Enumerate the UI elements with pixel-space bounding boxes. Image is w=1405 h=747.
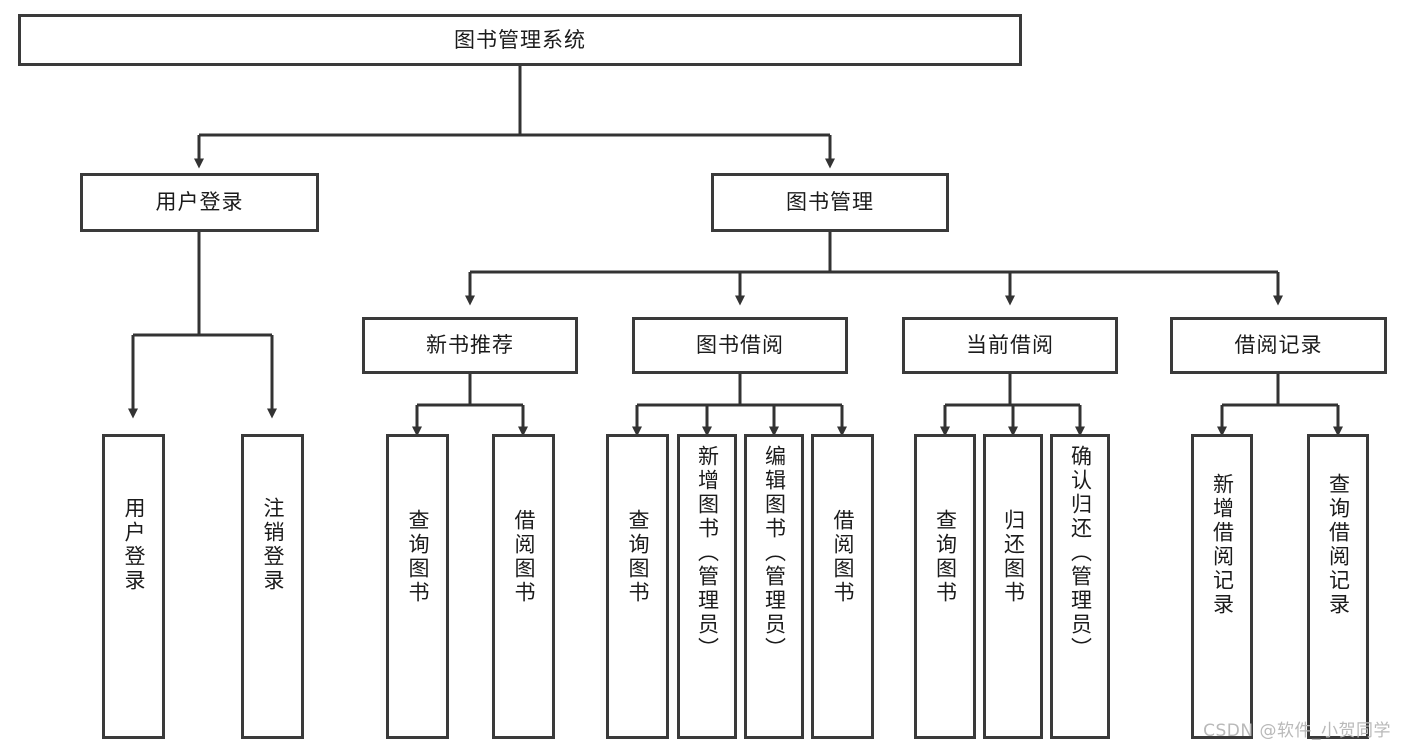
node-leaf-query-book-2-label: 查询图书	[625, 509, 650, 605]
node-leaf-edit-book-label: 编辑图书（管理员）	[762, 445, 787, 661]
node-user-login-label: 用户登录	[155, 190, 244, 215]
node-leaf-return-book[interactable]: 归还图书	[983, 434, 1043, 739]
node-leaf-query-book-3[interactable]: 查询图书	[914, 434, 976, 739]
node-leaf-confirm-return-label: 确认归还（管理员）	[1068, 445, 1093, 661]
node-leaf-add-record-label: 新增借阅记录	[1210, 473, 1235, 617]
node-user-login[interactable]: 用户登录	[80, 173, 319, 232]
node-leaf-query-book-1-label: 查询图书	[405, 509, 430, 605]
node-new-book-rec-label: 新书推荐	[426, 333, 514, 358]
node-leaf-edit-book[interactable]: 编辑图书（管理员）	[744, 434, 804, 739]
node-leaf-query-record-label: 查询借阅记录	[1326, 473, 1351, 617]
node-root-label: 图书管理系统	[454, 27, 586, 52]
watermark: CSDN @软件_小贺同学	[1203, 721, 1391, 741]
node-borrow-record[interactable]: 借阅记录	[1170, 317, 1387, 374]
node-book-manage-label: 图书管理	[786, 190, 874, 215]
node-leaf-borrow-book-2[interactable]: 借阅图书	[811, 434, 874, 739]
node-new-book-rec[interactable]: 新书推荐	[362, 317, 578, 374]
node-book-manage[interactable]: 图书管理	[711, 173, 949, 232]
node-current-borrow-label: 当前借阅	[966, 333, 1054, 358]
node-leaf-logout-label: 注销登录	[260, 497, 285, 593]
node-leaf-query-book-2[interactable]: 查询图书	[606, 434, 669, 739]
node-leaf-query-record[interactable]: 查询借阅记录	[1307, 434, 1369, 739]
node-leaf-add-book-label: 新增图书（管理员）	[695, 445, 720, 661]
node-leaf-borrow-book-2-label: 借阅图书	[830, 509, 855, 605]
node-leaf-user-login[interactable]: 用户登录	[102, 434, 165, 739]
node-borrow-record-label: 借阅记录	[1234, 333, 1323, 358]
node-leaf-add-record[interactable]: 新增借阅记录	[1191, 434, 1253, 739]
node-leaf-add-book[interactable]: 新增图书（管理员）	[677, 434, 737, 739]
node-leaf-borrow-book-1[interactable]: 借阅图书	[492, 434, 555, 739]
node-leaf-query-book-1[interactable]: 查询图书	[386, 434, 449, 739]
node-leaf-borrow-book-1-label: 借阅图书	[511, 509, 536, 605]
node-book-borrow[interactable]: 图书借阅	[632, 317, 848, 374]
node-leaf-user-login-label: 用户登录	[121, 497, 146, 593]
node-root[interactable]: 图书管理系统	[18, 14, 1022, 66]
node-leaf-confirm-return[interactable]: 确认归还（管理员）	[1050, 434, 1110, 739]
node-book-borrow-label: 图书借阅	[696, 333, 784, 358]
node-current-borrow[interactable]: 当前借阅	[902, 317, 1118, 374]
node-leaf-logout[interactable]: 注销登录	[241, 434, 304, 739]
node-leaf-return-book-label: 归还图书	[1001, 509, 1026, 605]
node-leaf-query-book-3-label: 查询图书	[933, 509, 958, 605]
